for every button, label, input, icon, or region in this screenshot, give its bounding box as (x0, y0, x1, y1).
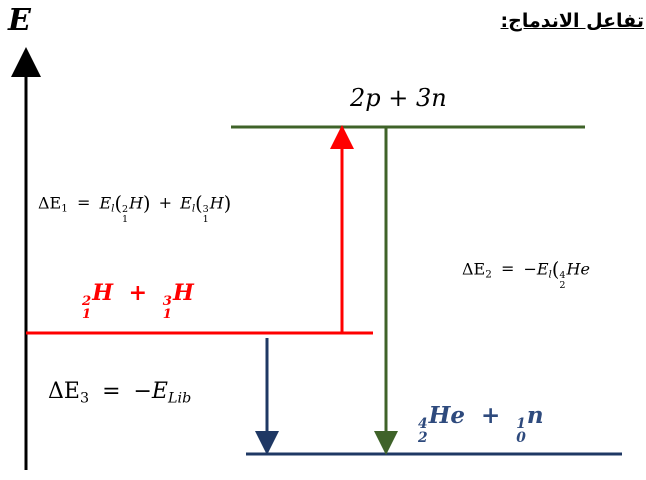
axis-label: E (8, 3, 31, 38)
page-title: تفاعل الاندماج: (500, 10, 644, 32)
equation-dE3: ΔE3 = −ELib (48, 379, 192, 407)
top-level-label: 2p + 3n (350, 84, 447, 112)
